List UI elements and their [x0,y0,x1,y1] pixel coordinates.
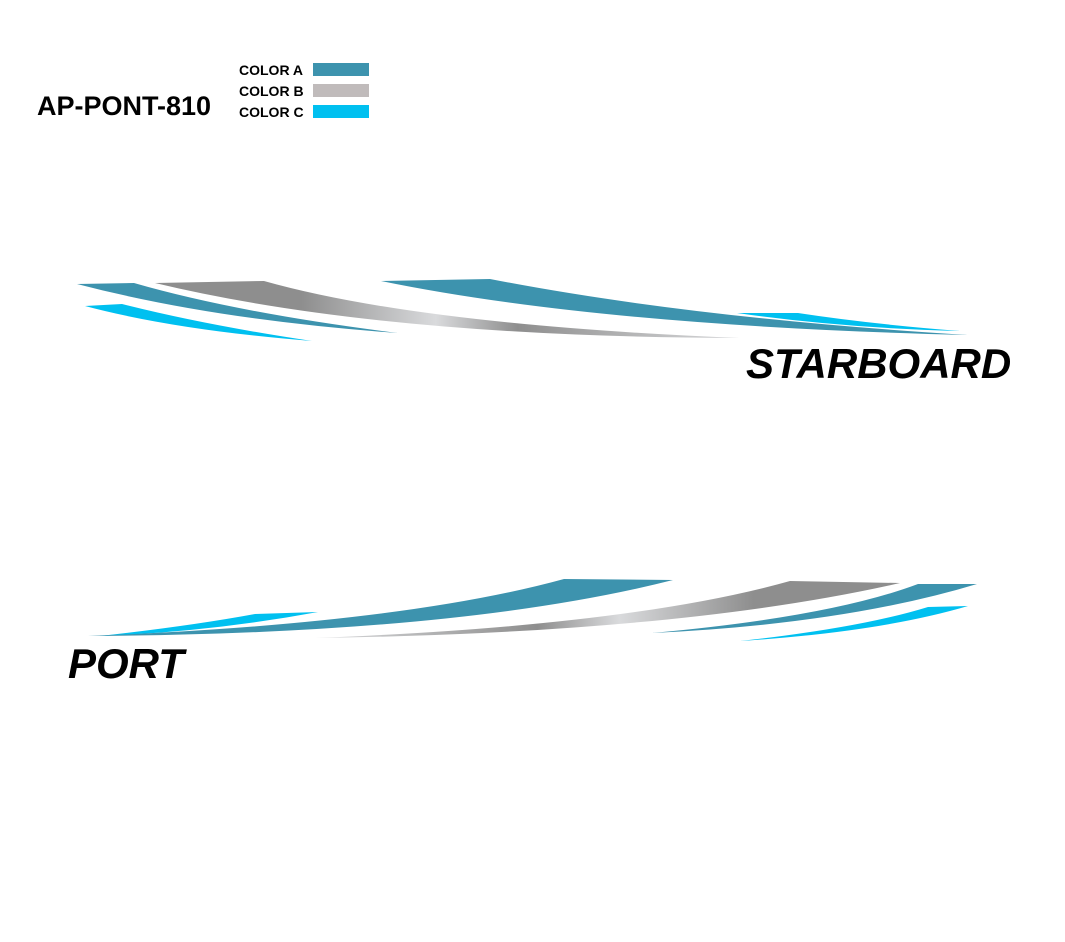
port-label: PORT [68,640,184,687]
legend-item-color-b: COLOR B [239,81,374,102]
port-stripe-color-c-front [100,612,318,636]
starboard-stripe-color-c-rear [737,313,960,331]
starboard-graphic [77,279,968,341]
port-stripe-color-a-main [88,579,673,636]
port-stripe-color-a-rear [652,584,977,633]
legend-label: COLOR C [239,104,304,120]
legend-label: COLOR A [239,62,304,78]
legend-label: COLOR B [239,83,304,99]
port-stripe-color-c-rear [740,606,968,641]
port-graphic [88,579,977,641]
legend-item-color-c: COLOR C [239,102,374,123]
starboard-stripe-color-a-front [77,283,398,333]
starboard-label: STARBOARD [746,340,1012,387]
legend-swatch-color-a [313,63,369,76]
starboard-stripe-color-c-front [85,304,312,341]
product-code-title: AP-PONT-810 [37,91,212,121]
starboard-stripe-color-a-main [381,279,968,335]
legend-item-color-a: COLOR A [239,60,374,81]
legend-swatch-color-c [313,105,369,118]
legend-swatch-color-b [313,84,369,97]
color-legend: COLOR A COLOR B COLOR C [239,60,374,123]
starboard-stripe-silver [155,281,740,338]
port-stripe-silver [315,581,900,638]
